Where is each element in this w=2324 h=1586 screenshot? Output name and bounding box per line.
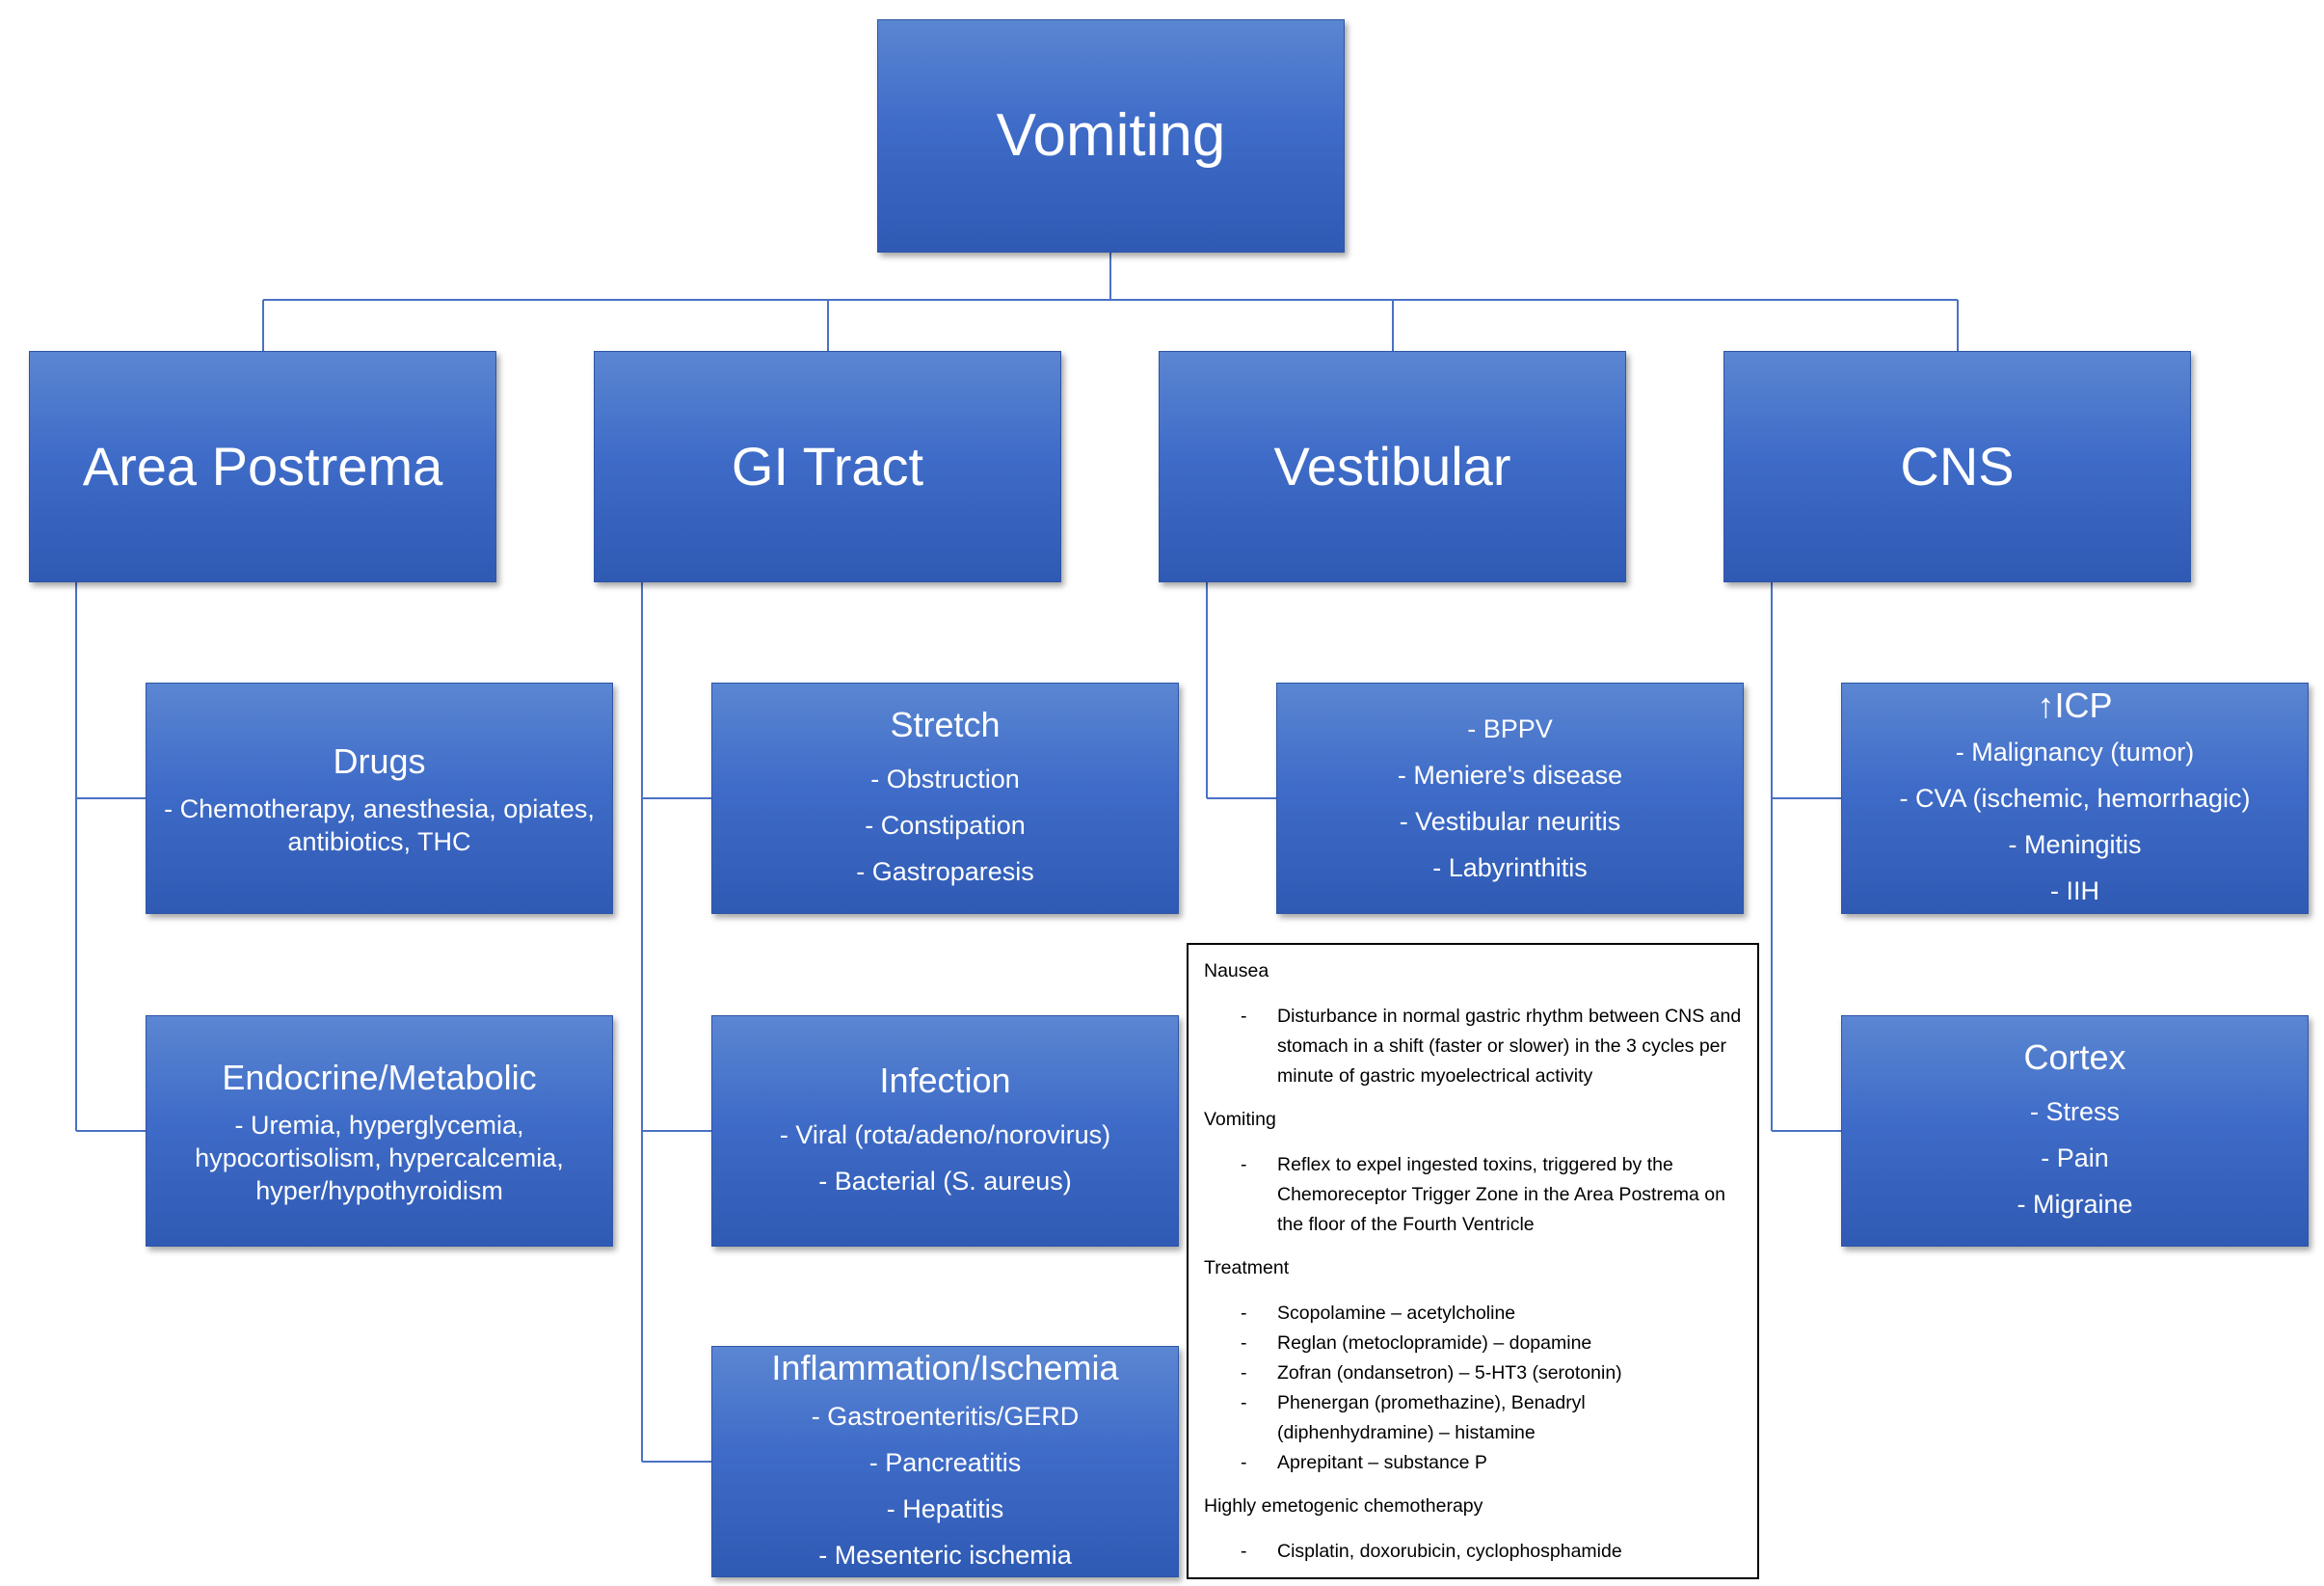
notes-item: Scopolamine – acetylcholine (1204, 1299, 1742, 1329)
notes-panel: Nausea Disturbance in normal gastric rhy… (1187, 943, 1759, 1579)
drugs-title: Drugs (333, 740, 426, 781)
gi-tract-box: GI Tract (594, 351, 1061, 582)
drugs-box: Drugs - Chemotherapy, anesthesia, opiate… (146, 683, 613, 914)
cortex-box: Cortex - Stress - Pain - Migraine (1841, 1015, 2309, 1247)
notes-item: Zofran (ondansetron) – 5-HT3 (serotonin) (1204, 1358, 1742, 1388)
root-title: Vomiting (996, 101, 1226, 169)
endocrine-metabolic-title: Endocrine/Metabolic (222, 1057, 537, 1097)
vestibular-item: - Labyrinthitis (1432, 853, 1588, 882)
inflammation-item: - Gastroenteritis/GERD (811, 1401, 1080, 1431)
notes-item: Reglan (metoclopramide) – dopamine (1204, 1329, 1742, 1358)
cns-title: CNS (1900, 436, 2015, 497)
icp-item: - Meningitis (2008, 829, 2142, 859)
icp-item: - Malignancy (tumor) (1955, 737, 2195, 766)
notes-heading-nausea: Nausea (1204, 960, 1269, 981)
cortex-title: Cortex (2023, 1036, 2126, 1077)
inflammation-item: - Pancreatitis (868, 1447, 1022, 1477)
stretch-item: - Constipation (865, 810, 1026, 840)
icp-item: - IIH (2050, 875, 2099, 905)
vestibular-title: Vestibular (1273, 436, 1511, 497)
infection-item: - Bacterial (S. aureus) (818, 1166, 1072, 1196)
icp-title: ↑ICP (2037, 685, 2113, 725)
inflammation-item: - Hepatitis (886, 1493, 1004, 1523)
vestibular-conditions-box: - BPPV - Meniere's disease - Vestibular … (1276, 683, 1744, 914)
vestibular-box: Vestibular (1159, 351, 1626, 582)
notes-item: Cisplatin, doxorubicin, cyclophosphamide (1204, 1537, 1742, 1567)
stretch-item: - Obstruction (870, 764, 1020, 793)
vomiting-root-box: Vomiting (877, 19, 1345, 253)
infection-title: Infection (879, 1060, 1011, 1100)
stretch-item: - Gastroparesis (856, 856, 1034, 886)
drugs-item: - Chemotherapy, anesthesia, opiates, ant… (164, 793, 595, 856)
notes-heading-vomiting: Vomiting (1204, 1109, 1276, 1130)
inflammation-ischemia-box: Inflammation/Ischemia - Gastroenteritis/… (711, 1346, 1179, 1577)
vestibular-item: - BPPV (1467, 714, 1553, 743)
gi-tract-title: GI Tract (731, 436, 924, 497)
notes-heading-chemotherapy: Highly emetogenic chemotherapy (1204, 1495, 1483, 1517)
area-postrema-title: Area Postrema (82, 436, 443, 497)
icp-item: - CVA (ischemic, hemorrhagic) (1899, 783, 2251, 813)
vestibular-item: - Vestibular neuritis (1399, 807, 1621, 836)
cortex-item: - Pain (2041, 1142, 2109, 1172)
endocrine-metabolic-box: Endocrine/Metabolic - Uremia, hyperglyce… (146, 1015, 613, 1247)
notes-list-chemotherapy: Cisplatin, doxorubicin, cyclophosphamide (1204, 1537, 1742, 1567)
notes-list-nausea: Disturbance in normal gastric rhythm bet… (1204, 1002, 1742, 1091)
notes-list-vomiting: Reflex to expel ingested toxins, trigger… (1204, 1150, 1742, 1240)
notes-item: Phenergan (promethazine), Benadryl (diph… (1204, 1388, 1742, 1448)
infection-item: - Viral (rota/adeno/norovirus) (779, 1119, 1111, 1149)
infection-box: Infection - Viral (rota/adeno/norovirus)… (711, 1015, 1179, 1247)
notes-item: Aprepitant – substance P (1204, 1448, 1742, 1478)
icp-box: ↑ICP - Malignancy (tumor) - CVA (ischemi… (1841, 683, 2309, 914)
stretch-box: Stretch - Obstruction - Constipation - G… (711, 683, 1179, 914)
notes-item: Disturbance in normal gastric rhythm bet… (1204, 1002, 1742, 1091)
notes-item: Reflex to expel ingested toxins, trigger… (1204, 1150, 1742, 1240)
endocrine-metabolic-item: - Uremia, hyperglycemia, hypocortisolism… (195, 1110, 564, 1205)
vestibular-item: - Meniere's disease (1397, 761, 1623, 790)
stretch-title: Stretch (890, 704, 1001, 744)
area-postrema-box: Area Postrema (29, 351, 496, 582)
inflammation-item: - Mesenteric ischemia (818, 1540, 1072, 1570)
notes-list-treatment: Scopolamine – acetylcholine Reglan (meto… (1204, 1299, 1742, 1478)
cns-box: CNS (1723, 351, 2191, 582)
inflammation-ischemia-title: Inflammation/Ischemia (771, 1347, 1119, 1387)
cortex-item: - Stress (2029, 1096, 2120, 1126)
notes-heading-treatment: Treatment (1204, 1257, 1290, 1278)
cortex-item: - Migraine (2017, 1189, 2133, 1219)
